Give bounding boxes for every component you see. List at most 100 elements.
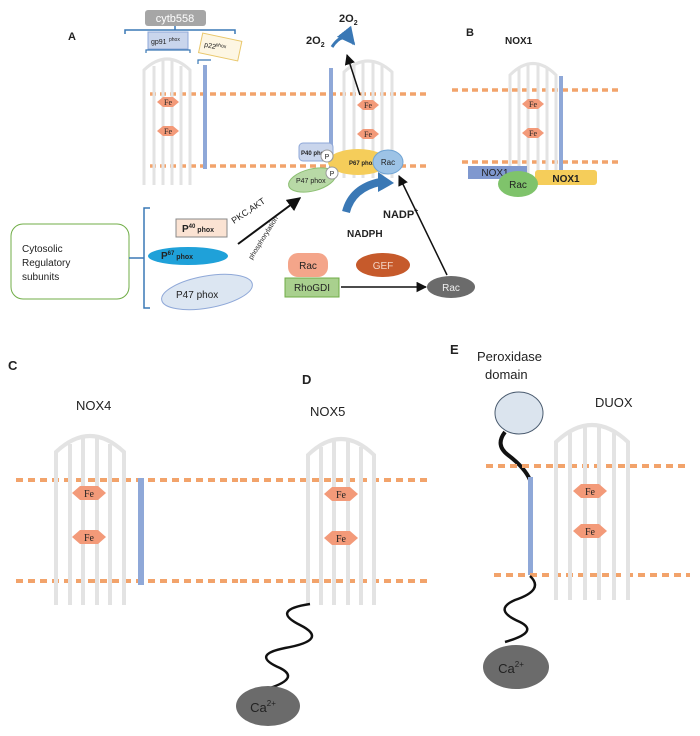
rac-gtp bbox=[427, 276, 475, 298]
p22-bar-b bbox=[559, 76, 563, 174]
cytosolic-label-1: Cytosolic bbox=[22, 244, 63, 255]
phosphorylation-arrow bbox=[237, 197, 302, 245]
nox4-title: NOX4 bbox=[76, 398, 111, 413]
fe-hexagon: Fe bbox=[573, 484, 607, 498]
cytb558-box bbox=[145, 10, 206, 26]
rac-b bbox=[498, 171, 538, 197]
duox-transmembrane bbox=[554, 423, 630, 600]
fe-hexagon: Fe bbox=[324, 487, 358, 501]
svg-text:Fe: Fe bbox=[585, 487, 596, 498]
svg-text:Fe: Fe bbox=[336, 490, 347, 501]
svg-text:Fe: Fe bbox=[84, 489, 95, 500]
gp91-sup: phox bbox=[169, 37, 180, 43]
rac-recruit-arrow bbox=[398, 175, 448, 276]
p67-label: P67 phox bbox=[161, 251, 193, 262]
panel-e: Peroxidase domain DUOX Fe Fe Ca2+ bbox=[477, 349, 690, 689]
nox1-title: NOX1 bbox=[505, 36, 533, 47]
svg-text:Fe: Fe bbox=[364, 101, 372, 110]
p22-label: p22 bbox=[204, 42, 217, 51]
svg-text:Rac: Rac bbox=[299, 261, 317, 272]
phospho-circle bbox=[325, 166, 339, 180]
fe-hexagon: Fe bbox=[522, 128, 544, 138]
p22-bar bbox=[203, 65, 207, 169]
peroxidase-label-2: domain bbox=[485, 367, 528, 382]
svg-text:NOX1: NOX1 bbox=[481, 168, 509, 179]
panel-c: NOX4 Fe Fe bbox=[16, 398, 238, 605]
fe-hexagon: Fe bbox=[72, 530, 106, 544]
gp91-label: gp91 bbox=[151, 39, 167, 46]
duox-title: DUOX bbox=[595, 395, 633, 410]
fe-hexagon: Fe bbox=[522, 99, 544, 109]
o2-left-label: 2O2 bbox=[306, 35, 325, 49]
svg-text:Fe: Fe bbox=[585, 527, 596, 538]
cytosolic-label-3: subunits bbox=[22, 272, 59, 283]
peroxidase-domain bbox=[494, 391, 544, 435]
p22-box bbox=[197, 32, 243, 62]
panel-label-c: C bbox=[8, 358, 18, 373]
panel-a: cytb558 gp91 phox p22 phox Fe Fe bbox=[10, 10, 475, 311]
p22-sup: phox bbox=[215, 42, 227, 50]
calcium-label-e: Ca2+ bbox=[498, 660, 524, 676]
p40-label: P40 phox bbox=[182, 224, 214, 235]
fe-hexagon: Fe bbox=[357, 129, 379, 139]
p67-subunit bbox=[148, 247, 228, 265]
svg-text:Fe: Fe bbox=[336, 534, 347, 545]
peroxidase-label-1: Peroxidase bbox=[477, 349, 542, 364]
svg-text:NOX1: NOX1 bbox=[552, 174, 580, 185]
panel-label-e: E bbox=[450, 342, 459, 357]
svg-text:P47 phox: P47 phox bbox=[296, 178, 326, 185]
nadp-label: NADP+ bbox=[383, 208, 418, 221]
pkc-akt-label: PKC,AKT bbox=[230, 196, 268, 226]
rhogdi-protein bbox=[284, 277, 340, 298]
svg-text:Fe: Fe bbox=[164, 98, 172, 107]
duox-extra-tm bbox=[528, 477, 533, 575]
svg-text:Fe: Fe bbox=[84, 533, 95, 544]
nox1-activator bbox=[535, 170, 597, 185]
fe-hexagon: Fe bbox=[72, 486, 106, 500]
p22-bar-active bbox=[329, 68, 333, 172]
svg-text:P: P bbox=[330, 171, 335, 178]
fe-hexagon: Fe bbox=[357, 100, 379, 110]
rac-free bbox=[288, 253, 328, 277]
p22-bar-c bbox=[138, 478, 144, 585]
peroxidase-linker bbox=[498, 430, 532, 481]
o2-top-label: 2O2 bbox=[339, 13, 358, 27]
superoxide-arrow bbox=[330, 25, 356, 48]
svg-text:P40 phox: P40 phox bbox=[301, 151, 328, 157]
rac-complex bbox=[372, 149, 404, 175]
calcium-binding-domain-d bbox=[236, 686, 300, 726]
svg-text:Rac: Rac bbox=[381, 158, 395, 167]
nox4-transmembrane bbox=[54, 434, 126, 605]
fe-hexagon: Fe bbox=[157, 97, 179, 107]
fe-hexagon: Fe bbox=[157, 126, 179, 136]
svg-text:Fe: Fe bbox=[529, 129, 537, 138]
phospho-circle bbox=[320, 149, 334, 163]
gef-protein bbox=[356, 253, 410, 277]
p47-label: P47 phox bbox=[176, 290, 218, 301]
svg-text:Rac: Rac bbox=[509, 180, 527, 191]
calcium-label-d: Ca2+ bbox=[250, 699, 276, 715]
electron-arrow bbox=[344, 54, 361, 96]
nox5-transmembrane bbox=[306, 437, 376, 605]
p67-complex bbox=[328, 149, 388, 175]
panel-label-b: B bbox=[466, 27, 474, 39]
cytosolic-label-2: Regulatory bbox=[22, 258, 70, 269]
gp91-transmembrane bbox=[142, 57, 192, 185]
svg-text:Fe: Fe bbox=[364, 130, 372, 139]
cytb558-bracket bbox=[124, 29, 236, 34]
p47-subunit bbox=[161, 273, 253, 311]
p40-subunit bbox=[175, 218, 228, 238]
panel-label-d: D bbox=[302, 372, 311, 387]
nox1-transmembrane bbox=[508, 62, 558, 178]
phosphorylation-label: phosphorylation bbox=[248, 215, 280, 261]
nox5-title: NOX5 bbox=[310, 404, 345, 419]
svg-text:Fe: Fe bbox=[529, 100, 537, 109]
panel-b: NOX1 Fe Fe NOX1 NOX1 Rac bbox=[452, 36, 622, 197]
nadph-label: NADPH bbox=[347, 229, 383, 240]
ef-hand-linker-e bbox=[503, 575, 537, 644]
svg-text:Rac: Rac bbox=[442, 283, 460, 294]
fe-hexagon: Fe bbox=[573, 524, 607, 538]
panel-d: NOX5 Fe Fe Ca2+ bbox=[236, 404, 430, 726]
ef-hand-linker-d bbox=[265, 602, 314, 690]
